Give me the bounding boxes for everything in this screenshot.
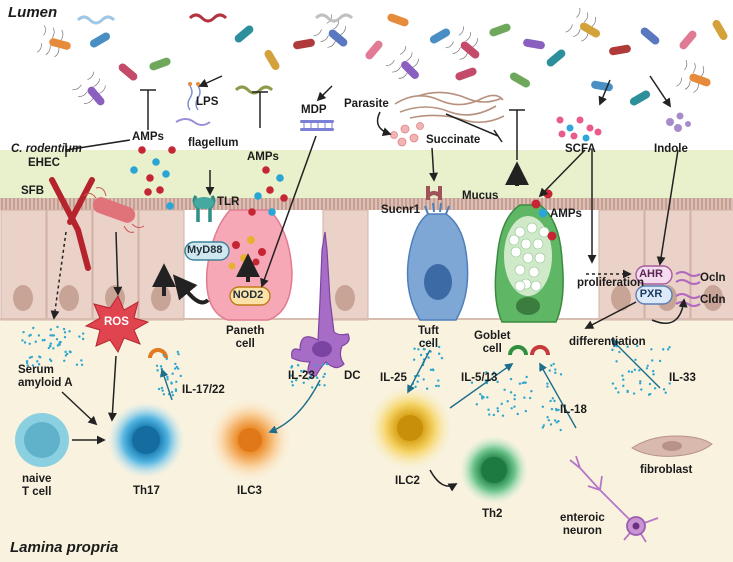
mdp-label: MDP [301, 104, 327, 116]
ros-label: ROS [104, 316, 129, 328]
nod2-box [229, 286, 271, 306]
c-rodentium-label: C. rodentium [11, 143, 82, 155]
commensal-bacteria [36, 7, 728, 106]
il-receptors [148, 345, 550, 359]
il18-label: IL-18 [560, 404, 587, 416]
cytokine-arrows [160, 338, 661, 434]
pxr-box [635, 285, 673, 305]
proliferation-label: proliferation [577, 277, 645, 289]
cldn-label: Cldn [700, 294, 726, 306]
lumen-label: Lumen [8, 4, 58, 21]
naive-t-cell [15, 413, 69, 467]
scfa-molecules [556, 116, 602, 142]
ehec-bacterium [83, 187, 145, 233]
enteric-neuron-label: enteroic neuron [560, 512, 605, 537]
epithelial-layer [0, 209, 733, 321]
tuft-cell [406, 202, 469, 321]
mdp-molecule [300, 120, 334, 131]
mucus-label: Mucus [462, 190, 499, 202]
paneth-cell-label: Paneth cell [226, 325, 265, 350]
il23-label: IL-23 [288, 370, 315, 382]
amp-dots [130, 146, 288, 216]
dc-label: DC [344, 370, 361, 382]
myd88-box [184, 241, 230, 261]
sfb-bacterium [49, 177, 95, 271]
pathway-arrows [50, 75, 688, 492]
th2-cell [460, 436, 528, 504]
amps-mid-label: AMPs [247, 151, 279, 163]
fibroblast [631, 435, 713, 457]
ilc3-cell [208, 398, 292, 482]
th2-label: Th2 [482, 508, 503, 520]
succinate-label: Succinate [426, 134, 481, 146]
ehec-label: EHEC [28, 157, 60, 169]
ahr-label: AHR [639, 268, 663, 280]
pxr-label: PXR [639, 288, 663, 300]
ros-burst [84, 294, 150, 354]
ilc3-label: ILC3 [237, 485, 262, 497]
tlr-receptor [192, 195, 216, 222]
goblet-cell-label: Goblet cell [474, 330, 511, 355]
amps-goblet-label: AMPs [550, 208, 582, 220]
serum-amyloid-label: Serum amyloid A [18, 364, 73, 389]
mucus-layer [0, 150, 733, 200]
indole-label: Indole [654, 143, 688, 155]
il17-22-label: IL-17/22 [182, 384, 225, 396]
il25-label: IL-25 [380, 372, 407, 384]
sucnr1-label: Sucnr1 [381, 204, 420, 216]
sucnr1-receptor [426, 186, 442, 200]
il5-13-label: IL-5/13 [461, 372, 498, 384]
lps-label: LPS [196, 96, 219, 108]
lamina-propria-label: Lamina propria [10, 539, 119, 556]
scfa-label: SCFA [565, 143, 596, 155]
il33-label: IL-33 [669, 372, 696, 384]
nod2-label: NOD2 [232, 289, 264, 301]
naive-t-cell-label: naive T cell [22, 473, 52, 498]
parasite-label: Parasite [344, 98, 389, 110]
sfb-label: SFB [21, 185, 44, 197]
ilc2-label: ILC2 [395, 475, 420, 487]
th17-label: Th17 [133, 485, 160, 497]
parasite-worm [394, 91, 505, 124]
differentiation-label: differentiation [569, 336, 646, 348]
th17-cell [108, 402, 184, 478]
fibroblast-label: fibroblast [640, 464, 693, 476]
flagellum-label: flagellum [188, 137, 239, 149]
indole-molecules [666, 112, 691, 132]
tuft-cell-label: Tuft cell [418, 325, 439, 350]
flagellum [175, 118, 211, 126]
lumen-bg [0, 0, 733, 150]
bold-arrows [152, 161, 529, 305]
dendritic-cell [291, 231, 350, 377]
myd88-label: MyD88 [187, 244, 223, 256]
enteric-neuron [569, 455, 659, 543]
amps-left-label: AMPs [132, 131, 164, 143]
ocln-label: Ocln [700, 272, 726, 284]
ilc2-cell [368, 386, 452, 470]
goblet-cell [494, 204, 564, 323]
ahr-box [635, 265, 673, 285]
tlr-label: TLR [217, 196, 240, 208]
